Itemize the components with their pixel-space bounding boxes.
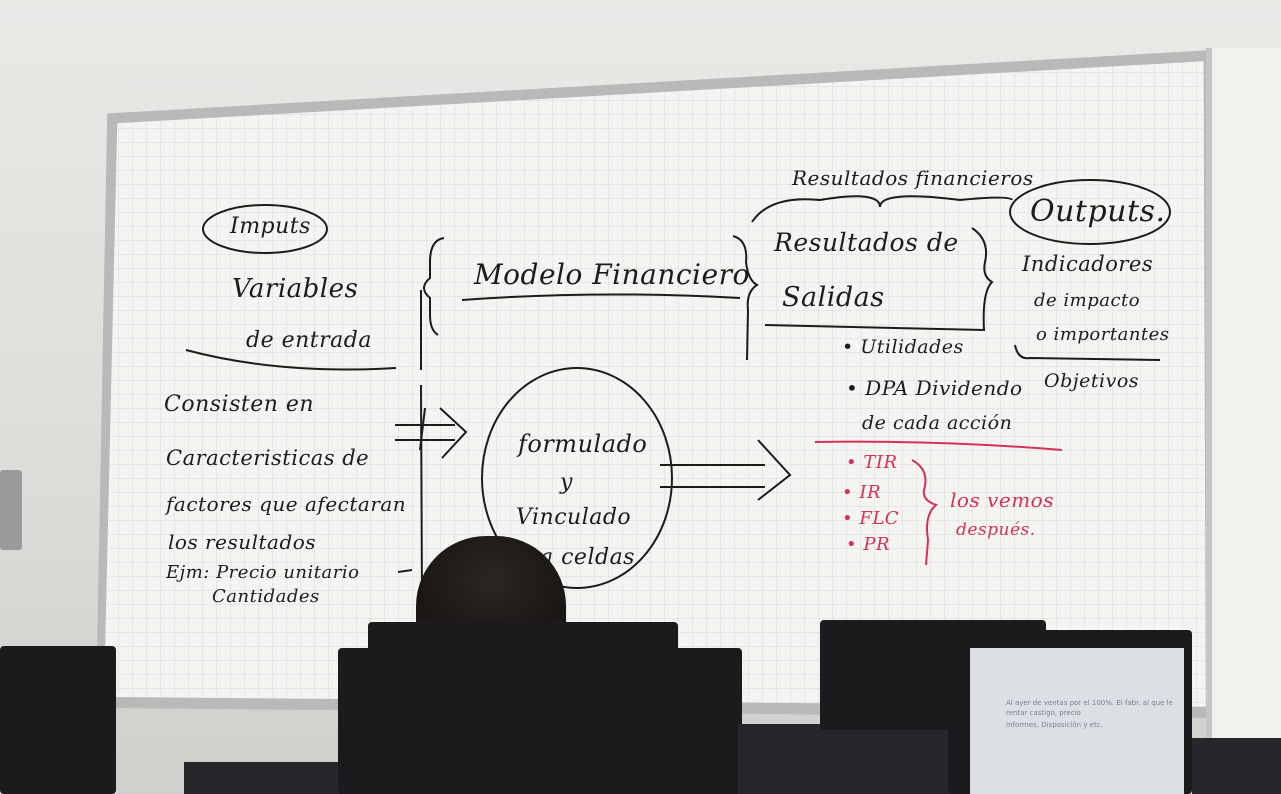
circle-line-4: a celdas xyxy=(540,545,635,570)
circle-line-3: Vinculado xyxy=(516,505,632,530)
desc-line-1: Consisten en xyxy=(164,392,315,417)
desc-line-4: los resultados xyxy=(168,530,317,554)
bullet-utilidades: • Utilidades xyxy=(842,336,964,358)
results-header: Resultados financieros xyxy=(792,166,1034,190)
arrow-left-lines xyxy=(395,407,468,459)
red-item-pr: • PR xyxy=(846,534,891,555)
small-arrow xyxy=(397,569,413,573)
screen-text-line-1: Al ayer de ventas por el 100%. El fabr. … xyxy=(1006,699,1173,717)
example-line-2: Cantidades xyxy=(212,586,320,607)
left-brace xyxy=(423,237,445,336)
results-brace xyxy=(751,195,1013,223)
desc-line-3: factores que afectaran xyxy=(166,492,407,516)
red-separator xyxy=(814,440,1063,451)
vertical-line xyxy=(420,290,423,601)
model-underline xyxy=(461,293,741,301)
inputs-label: Imputs xyxy=(230,214,311,239)
outputs-sub-3: o importantes xyxy=(1036,324,1170,345)
screen-text-line-2: Informes, Disposición y etc. xyxy=(1006,721,1103,729)
formula-circle xyxy=(481,367,673,589)
red-note-2: después. xyxy=(956,520,1036,540)
monitor-screen: Al ayer de ventas por el 100%. El fabr. … xyxy=(970,648,1184,794)
bullet-cada-accion: de cada acción xyxy=(862,412,1013,434)
example-line-1: Ejm: Precio unitario xyxy=(166,562,360,583)
results-underline xyxy=(764,324,986,331)
red-item-ir: • IR xyxy=(842,482,882,503)
wall-fixture xyxy=(0,470,22,550)
circle-line-2: y xyxy=(560,470,573,495)
results-box-right xyxy=(971,227,994,331)
right-arrow xyxy=(660,439,792,501)
variables-underline xyxy=(185,349,397,371)
inputs-sub-entrada: de entrada xyxy=(246,328,372,353)
desk-left xyxy=(184,762,344,794)
outputs-label: Outputs. xyxy=(1030,194,1166,229)
whiteboard xyxy=(104,61,1206,707)
desk-center xyxy=(738,724,958,794)
red-item-flc: • FLC xyxy=(842,508,900,529)
outputs-sub-1: Indicadores xyxy=(1022,252,1154,276)
bullet-dpa: • DPA Dividendo xyxy=(846,376,1023,400)
middle-brace xyxy=(732,235,759,361)
red-item-tir: • TIR xyxy=(846,452,898,473)
objetivos: Objetivos xyxy=(1044,370,1140,392)
outputs-sub-2: de impacto xyxy=(1034,290,1141,311)
results-box-line-2: Salidas xyxy=(782,282,885,313)
desc-line-2: Caracteristicas de xyxy=(166,446,370,470)
outputs-oval xyxy=(1009,179,1171,245)
outputs-bracket xyxy=(1014,344,1161,361)
monitor-left xyxy=(0,646,116,794)
monitor-front-center xyxy=(338,648,742,794)
inputs-sub-variables: Variables xyxy=(232,274,359,304)
circle-line-1: formulado xyxy=(518,430,648,458)
model-title: Modelo Financiero xyxy=(474,258,750,291)
second-whiteboard-panel xyxy=(1206,48,1281,738)
desk-right xyxy=(1192,738,1281,794)
inputs-oval xyxy=(202,204,328,254)
red-note-1: los vemos xyxy=(950,488,1054,512)
results-box-line-1: Resultados de xyxy=(774,228,959,257)
red-brace xyxy=(911,459,938,566)
